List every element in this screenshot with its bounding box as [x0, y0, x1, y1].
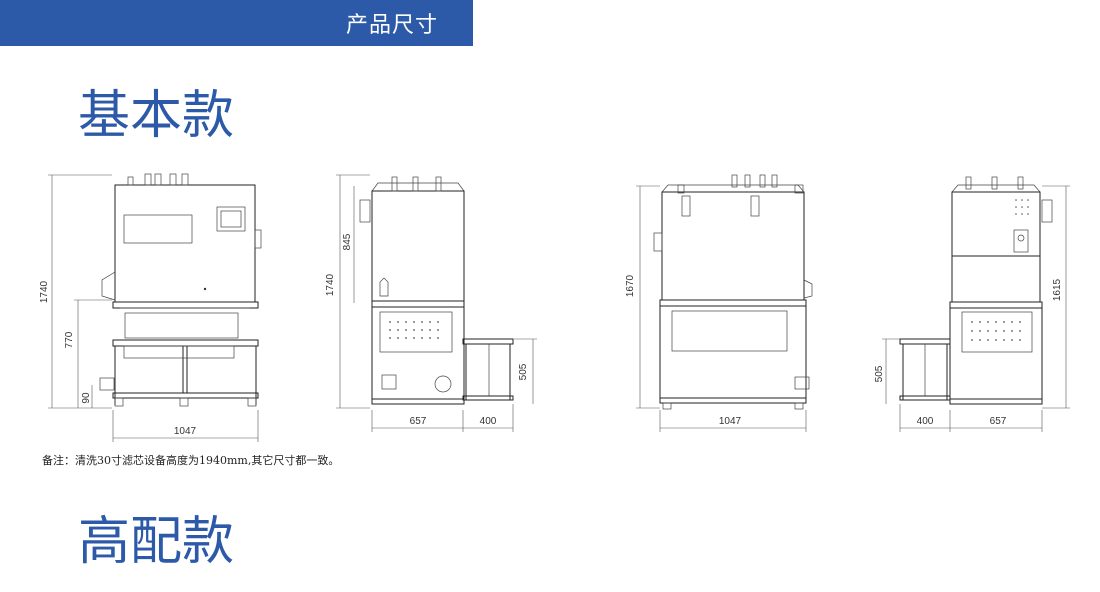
section-title-premium: 高配款 [78, 512, 235, 572]
dim-width: 1047 [719, 416, 742, 427]
upper-cabinet [661, 191, 805, 301]
section-title-basic: 基本款 [78, 86, 235, 146]
header-title: 产品尺寸 [346, 13, 439, 38]
control-screen [216, 206, 246, 232]
dim-depth: 657 [990, 416, 1007, 427]
dim-upper: 845 [342, 233, 353, 250]
header-bar [0, 0, 473, 46]
dim-height: 1670 [625, 274, 636, 297]
footnote: 备注：清洗30寸滤芯设备高度为1940mm,其它尺寸都一致。 [42, 454, 340, 467]
dim-box: 505 [874, 365, 885, 382]
upper-cabinet [951, 191, 1041, 257]
technical-drawings: 1740 770 90 1047 [39, 173, 1070, 442]
front-window [123, 214, 193, 244]
upper-cabinet [371, 190, 465, 302]
top-fittings [127, 173, 189, 186]
dim-platform: 400 [480, 416, 497, 427]
drawing-premium-front: 1670 1047 [625, 174, 813, 432]
perforated-panel [379, 311, 453, 353]
dim-platform: 400 [917, 416, 934, 427]
drawing-basic-side: 1740 845 505 657 400 [325, 174, 537, 432]
dim-box: 505 [518, 363, 529, 380]
dim-height: 1740 [39, 280, 50, 303]
dim-height: 1740 [325, 273, 336, 296]
platform [462, 338, 514, 345]
dim-height: 1615 [1052, 278, 1063, 301]
dim-width: 1047 [174, 426, 197, 437]
dim-base: 90 [81, 392, 92, 404]
dim-lower: 770 [64, 331, 75, 348]
filter-regulator [359, 199, 371, 223]
drawer-tray [124, 312, 239, 339]
drawing-premium-side: 1615 505 400 657 [874, 176, 1070, 432]
drawing-basic-front: 1740 770 90 1047 [39, 173, 262, 442]
dim-depth: 657 [410, 416, 427, 427]
pump [99, 377, 115, 391]
upper-cabinet [114, 184, 256, 303]
